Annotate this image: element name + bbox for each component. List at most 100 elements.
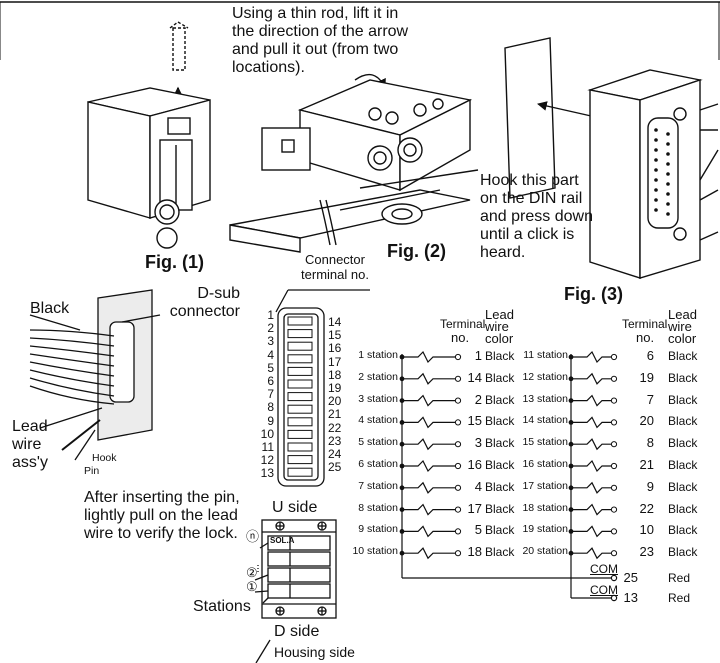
wire-terminal [610, 397, 618, 404]
station-label-right: 12 station [522, 370, 568, 383]
station-label-right: 17 station [522, 479, 568, 492]
wire-color-right: Black [668, 523, 698, 538]
pin-number-left: 12 [260, 453, 274, 468]
wire-junction [399, 485, 405, 491]
pin-number-left: 9 [267, 413, 274, 428]
wire-junction [399, 376, 405, 382]
pin-number-left: 6 [267, 374, 274, 388]
pin-number-left: 5 [267, 360, 274, 375]
wire-color-right: Black [668, 392, 698, 407]
wire-terminal [610, 462, 618, 470]
pin-label: Pin [84, 465, 100, 477]
station-label-left: 3 station [358, 392, 398, 405]
wire-color-left: Black [485, 458, 515, 472]
terminal-number-right: 6 [646, 348, 654, 363]
header-no-right: no. [636, 330, 655, 345]
station-label-right: 13 station [522, 392, 568, 405]
wire-junction [399, 529, 405, 534]
wire-line [402, 459, 455, 473]
station-label-left: 4 station [358, 414, 398, 427]
connector-terminal-label: Connector terminal no. [301, 252, 369, 282]
terminal-number-right: 9 [646, 478, 654, 494]
wire-junction [568, 463, 574, 469]
wire-line [402, 394, 455, 407]
wire-junction [568, 441, 574, 447]
wire-junction [568, 507, 574, 512]
terminal-number-left: 14 [467, 369, 482, 385]
wire-line [402, 481, 455, 494]
connector-slot [287, 429, 313, 439]
station-label-right: 19 station [522, 523, 568, 536]
wire-color-left: Black [485, 501, 515, 516]
wire-junction [399, 420, 405, 425]
wire-color-left: Black [485, 436, 515, 451]
header-wire-left: wire [485, 319, 509, 334]
pin-number-right: 19 [328, 381, 342, 395]
header-terminal-right: Terminal [622, 317, 668, 331]
terminal-number-right: 7 [646, 391, 654, 407]
com-label-2: COM [590, 583, 618, 597]
station-label-left: 6 station [358, 458, 398, 470]
connector-slot [287, 329, 313, 339]
wire-line [571, 481, 611, 494]
terminal-number-left: 3 [474, 435, 482, 451]
pin-number-left: 2 [267, 321, 274, 336]
wire-line [402, 503, 455, 516]
wire-junction [568, 376, 574, 382]
terminal-number-left: 4 [474, 478, 482, 494]
wire-line [571, 350, 611, 364]
wire-junction [568, 550, 574, 556]
terminal-number-left: 17 [467, 500, 482, 516]
wire-line [402, 350, 455, 364]
com-color-2: Red [668, 591, 691, 605]
wire-color-right: Black [668, 370, 698, 385]
wire-color-left: Black [485, 545, 515, 560]
wire-terminal [454, 397, 462, 404]
pin-number-right: 24 [328, 447, 342, 461]
station-label-right: 11 station [523, 349, 568, 361]
terminal-number-left: 18 [467, 544, 482, 560]
fig2-instruction: Hook this part on the DIN rail and press… [480, 172, 593, 261]
wire-terminal [454, 375, 462, 382]
wire-line [571, 503, 611, 516]
terminal-number-right: 22 [639, 500, 654, 516]
pin-number-right: 21 [328, 407, 342, 422]
wire-terminal [454, 506, 462, 513]
pin-number-right: 17 [328, 354, 342, 369]
wire-junction [568, 420, 574, 425]
terminal-number-right: 19 [639, 369, 654, 385]
hook-label: Hook [92, 452, 117, 464]
terminal-number-left: 5 [474, 522, 482, 538]
wire-junction [399, 507, 405, 512]
com-label-1: COM [590, 562, 618, 576]
wire-line [571, 372, 611, 385]
pin-number-right: 16 [328, 341, 342, 356]
wire-line [571, 547, 611, 560]
terminal-number-right: 10 [639, 522, 654, 538]
pin-number-right: 23 [328, 433, 342, 448]
station-label-right: 14 station [522, 414, 568, 427]
pin-lock-note: After inserting the pin, lightly pull on… [84, 489, 240, 542]
pin-number-right: 22 [328, 420, 342, 435]
u-side-label: U side [272, 499, 318, 516]
wire-line [402, 547, 455, 560]
pin-number-left: 13 [260, 466, 274, 481]
connector-slot [287, 467, 313, 477]
pin-number-left: 10 [260, 426, 274, 441]
wire-junction [568, 398, 574, 403]
wire-junction [568, 529, 574, 534]
wire-junction [399, 550, 405, 556]
com-color-1: Red [668, 571, 691, 585]
wire-line [571, 438, 611, 451]
wire-color-left: Black [485, 392, 515, 407]
wire-color-left: Black [485, 479, 515, 494]
pin-number-right: 18 [328, 367, 342, 382]
pin-number-right: 20 [328, 394, 342, 409]
terminal-number-left: 2 [474, 391, 482, 407]
header-wire-right: wire [668, 319, 692, 334]
station-label-left: 7 station [358, 479, 398, 492]
fig2-drawing [229, 73, 479, 253]
pin-number-left: 8 [267, 400, 274, 415]
fig1-instruction: Using a thin rod, lift it in the directi… [232, 5, 409, 76]
